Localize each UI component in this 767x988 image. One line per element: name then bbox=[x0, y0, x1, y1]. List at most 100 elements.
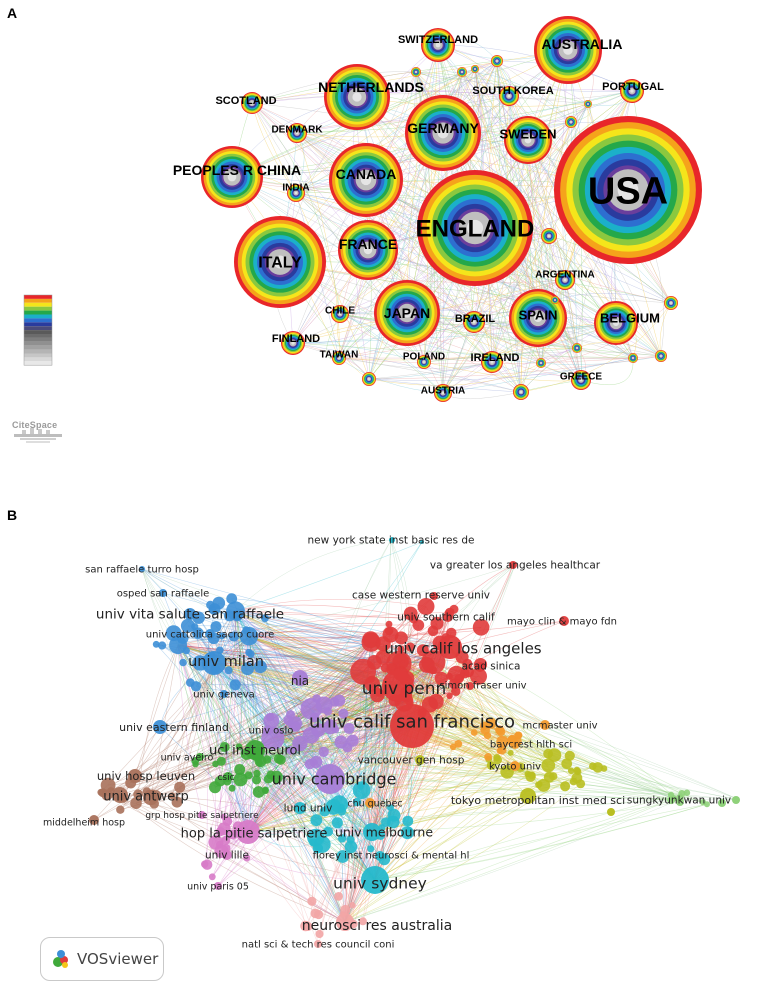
country-node-minor bbox=[664, 296, 678, 310]
institution-label-new-york-state-inst-basic-res-de: new york state inst basic res de bbox=[308, 535, 475, 547]
institution-edge bbox=[213, 662, 319, 945]
institution-edge bbox=[141, 568, 451, 648]
institution-edge bbox=[329, 778, 682, 794]
institution-node bbox=[234, 764, 246, 775]
institution-node bbox=[367, 845, 375, 853]
country-node-denmark bbox=[287, 123, 307, 143]
institution-label-va-greater-los-angeles-healthcar: va greater los angeles healthcar bbox=[430, 560, 601, 572]
institution-edge bbox=[212, 642, 372, 877]
country-edge bbox=[292, 322, 617, 344]
country-edge bbox=[296, 121, 529, 141]
country-edge bbox=[415, 71, 633, 92]
country-node-australia bbox=[534, 16, 602, 84]
institution-node bbox=[346, 835, 355, 844]
country-edge bbox=[540, 302, 672, 364]
country-node-portugal bbox=[620, 79, 644, 103]
institution-node bbox=[174, 781, 186, 793]
institution-edge bbox=[235, 610, 414, 620]
institution-label-mayo-clin-mayo-fdn: mayo clin & mayo fdn bbox=[507, 617, 617, 628]
country-label-portugal: PORTUGAL bbox=[602, 81, 664, 93]
country-node-minor bbox=[536, 358, 546, 368]
institution-edge bbox=[411, 725, 681, 803]
institution-edge bbox=[177, 644, 316, 914]
institution-edge bbox=[178, 644, 605, 769]
institution-edge bbox=[135, 802, 346, 923]
institution-node bbox=[333, 694, 346, 707]
institution-node bbox=[434, 671, 448, 686]
institution-label-univ-sydney: univ sydney bbox=[333, 874, 427, 892]
institution-edge bbox=[141, 568, 249, 833]
institution-edge bbox=[278, 758, 373, 833]
institution-edge bbox=[182, 637, 249, 833]
institution-edge bbox=[254, 541, 423, 751]
legend-swatch bbox=[24, 353, 52, 358]
institution-node bbox=[470, 729, 478, 736]
country-label-germany: GERMANY bbox=[407, 120, 479, 136]
institution-node bbox=[243, 854, 251, 862]
country-edge bbox=[292, 60, 498, 344]
institution-edge bbox=[119, 725, 413, 796]
legend-swatch bbox=[24, 349, 52, 354]
country-edge bbox=[423, 351, 662, 363]
citespace-logo-graphic bbox=[14, 428, 62, 443]
institution-edge bbox=[371, 669, 434, 833]
institution-edge bbox=[344, 792, 688, 923]
institution-edge bbox=[398, 663, 681, 799]
institution-edge bbox=[305, 646, 451, 927]
country-node-minor bbox=[551, 296, 559, 304]
institution-edge bbox=[344, 757, 498, 923]
institution-edge bbox=[344, 539, 392, 923]
institution-edge bbox=[344, 765, 593, 923]
institution-node bbox=[493, 754, 501, 762]
institution-node bbox=[221, 835, 231, 845]
country-edge bbox=[251, 93, 589, 105]
institution-edge bbox=[371, 669, 434, 833]
institution-node bbox=[400, 826, 414, 840]
institution-node bbox=[309, 838, 318, 847]
institution-edge bbox=[404, 701, 500, 752]
institution-edge bbox=[212, 642, 372, 659]
institution-node-osped-san-raffaele bbox=[159, 589, 167, 597]
institution-node bbox=[541, 758, 556, 773]
institution-edge bbox=[195, 642, 372, 765]
institution-node bbox=[449, 743, 457, 751]
institution-edge bbox=[235, 610, 269, 731]
institution-edge bbox=[272, 685, 471, 739]
institution-edge bbox=[272, 668, 393, 739]
country-edge bbox=[527, 139, 578, 349]
institution-edge bbox=[329, 778, 674, 799]
institution-node bbox=[397, 645, 405, 653]
institution-edge bbox=[176, 642, 372, 803]
institution-edge bbox=[374, 793, 683, 881]
country-label-switzerland: SWITZERLAND bbox=[398, 34, 478, 46]
country-label-belgium: BELGIUM bbox=[600, 311, 660, 326]
institution-edge bbox=[247, 831, 309, 927]
institution-edge bbox=[319, 831, 373, 935]
institution-label-neurosci-res-australia: neurosci res australia bbox=[302, 918, 452, 934]
institution-node bbox=[515, 731, 523, 739]
institution-edge bbox=[344, 755, 570, 923]
institution-edge bbox=[247, 671, 470, 833]
institution-edge bbox=[398, 663, 531, 777]
legend-swatch bbox=[24, 345, 52, 350]
country-edge bbox=[437, 44, 589, 105]
institution-edge bbox=[398, 663, 605, 769]
institution-node bbox=[535, 781, 542, 789]
institution-edge bbox=[235, 610, 500, 731]
institution-node bbox=[235, 743, 243, 751]
institution-edge bbox=[141, 568, 331, 780]
institution-node bbox=[270, 770, 283, 784]
institution-edge bbox=[159, 726, 346, 923]
country-label-argentina: ARGENTINA bbox=[535, 270, 594, 281]
institution-edge bbox=[371, 765, 593, 833]
institution-edge bbox=[374, 803, 708, 881]
institution-node bbox=[283, 715, 294, 726]
institution-edge bbox=[344, 612, 451, 923]
institution-edge bbox=[374, 746, 454, 881]
institution-node bbox=[336, 850, 350, 863]
institution-edge bbox=[344, 695, 450, 923]
institution-node bbox=[262, 755, 272, 764]
institution-node bbox=[472, 619, 490, 636]
country-node-japan bbox=[374, 280, 440, 346]
country-label-ireland: IRELAND bbox=[471, 352, 520, 364]
